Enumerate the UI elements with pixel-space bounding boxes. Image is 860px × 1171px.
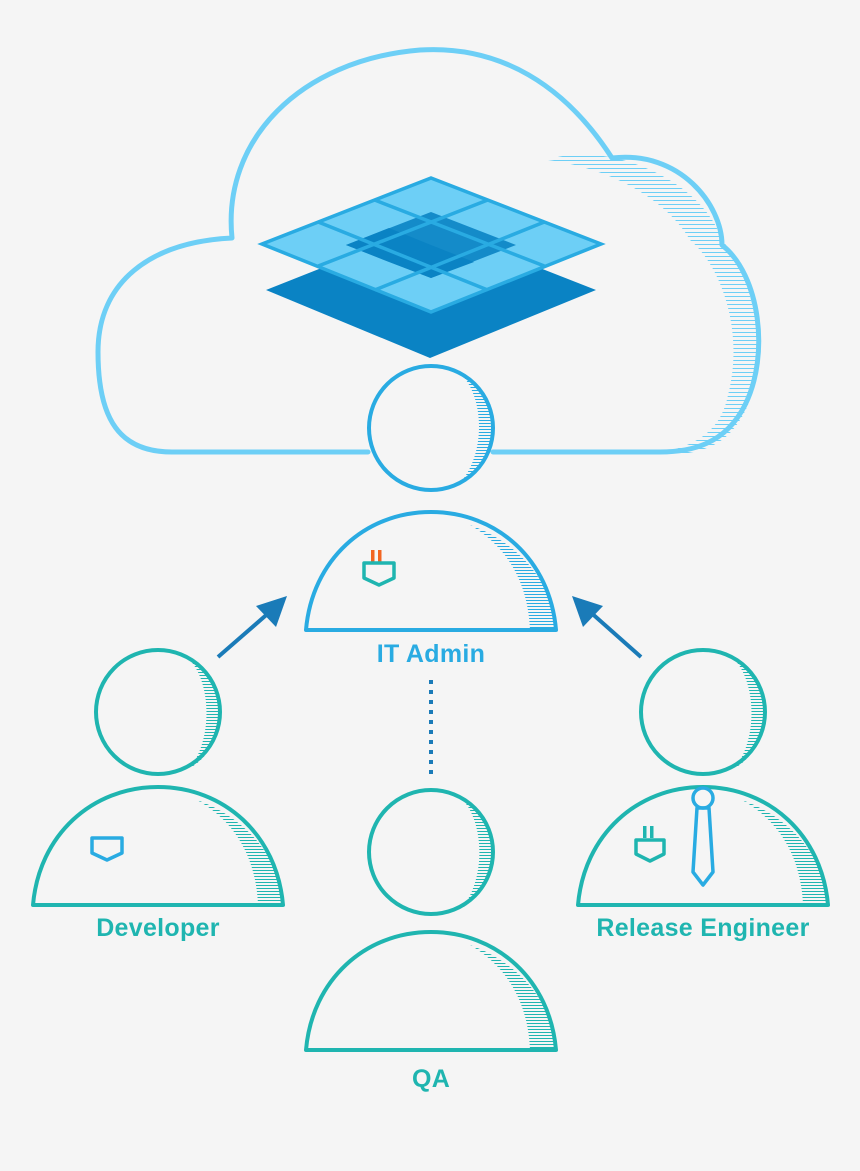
- developer-figure: [31, 648, 285, 907]
- pocket-badge-icon: [362, 550, 396, 587]
- pocket-badge-icon: [634, 826, 666, 863]
- qa-figure: [304, 788, 558, 1052]
- pocket-badge-icon: [90, 836, 124, 862]
- it-admin-figure: [304, 364, 558, 632]
- qa-label: QA: [411, 1065, 451, 1093]
- it-admin-label: IT Admin: [376, 640, 486, 668]
- necktie-icon: [691, 786, 715, 887]
- arrow-release-to-admin: [572, 596, 643, 659]
- cloud-icon: [95, 47, 762, 457]
- developer-label: Developer: [96, 914, 220, 942]
- release-engineer-figure: [576, 648, 830, 907]
- layered-tiles-icon: [257, 176, 606, 358]
- arrow-developer-to-admin: [216, 596, 287, 659]
- release-engineer-label: Release Engineer: [596, 914, 810, 942]
